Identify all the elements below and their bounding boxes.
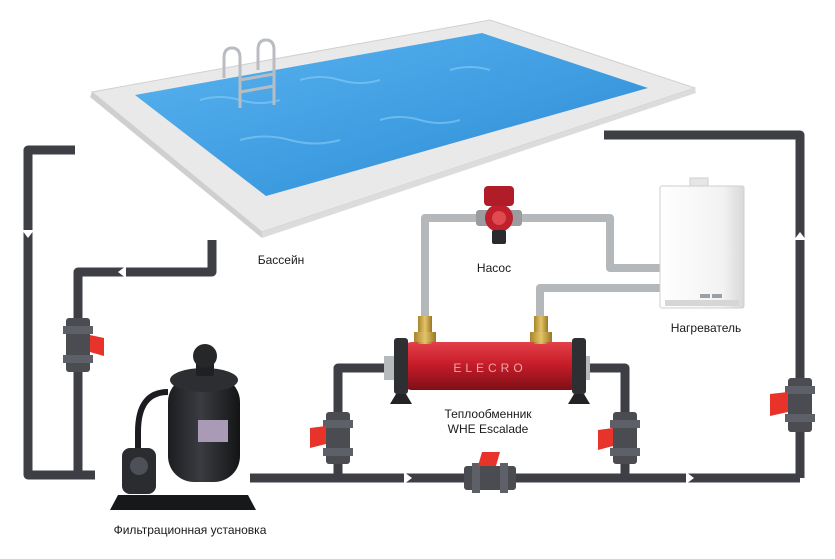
heater-label: Нагреватель xyxy=(671,321,742,335)
circulation-pump xyxy=(476,186,522,244)
sand-filter xyxy=(110,344,256,510)
ball-valve-left xyxy=(63,318,104,372)
pool-ladder xyxy=(222,38,276,108)
heater-loop-pipes xyxy=(421,214,660,320)
boiler xyxy=(659,177,745,309)
exchanger-label-line2: WHE Escalade xyxy=(448,422,529,436)
ball-valve-bypass xyxy=(464,452,516,493)
ball-valve-exchanger-outlet xyxy=(598,412,640,464)
filter-label: Фильтрационная установка xyxy=(114,523,267,537)
exchanger-brand: ELECRO xyxy=(453,361,526,375)
ball-valve-right xyxy=(770,378,815,432)
pipe-pool-outlet xyxy=(23,145,95,480)
pool xyxy=(90,19,697,238)
pool-label: Бассейн xyxy=(258,253,305,267)
heat-exchanger: ELECRO xyxy=(384,316,590,404)
exchanger-label-line1: Теплообменник xyxy=(444,407,532,421)
flow-arrows xyxy=(22,230,806,484)
pump-label: Насос xyxy=(477,261,511,275)
ball-valve-exchanger-inlet xyxy=(310,412,353,464)
pipe-pool-return-to-filter xyxy=(73,240,217,475)
pipe-return-to-pool xyxy=(604,130,805,478)
